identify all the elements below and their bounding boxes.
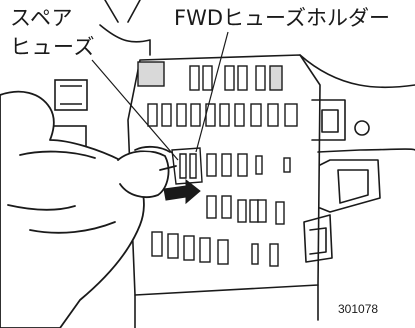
leader-lines	[91, 31, 229, 161]
figure-code: 301078	[338, 302, 379, 316]
fuse-row-5	[151, 231, 279, 267]
fwd-fuse-holder-label: FWDヒューズホルダー	[174, 6, 390, 30]
spare-fuse-label-line2: ヒューズ	[10, 35, 95, 59]
hand-illustration	[0, 90, 177, 328]
fuse-row-top	[137, 61, 283, 91]
fwd-fuse-holder	[171, 147, 203, 185]
fuse-row-4	[206, 195, 285, 225]
fuse-row-3	[206, 153, 291, 177]
spare-fuse-label-line1: スペア	[10, 6, 74, 30]
fuse-row-2	[147, 103, 298, 127]
right-arrow-icon	[163, 178, 201, 205]
